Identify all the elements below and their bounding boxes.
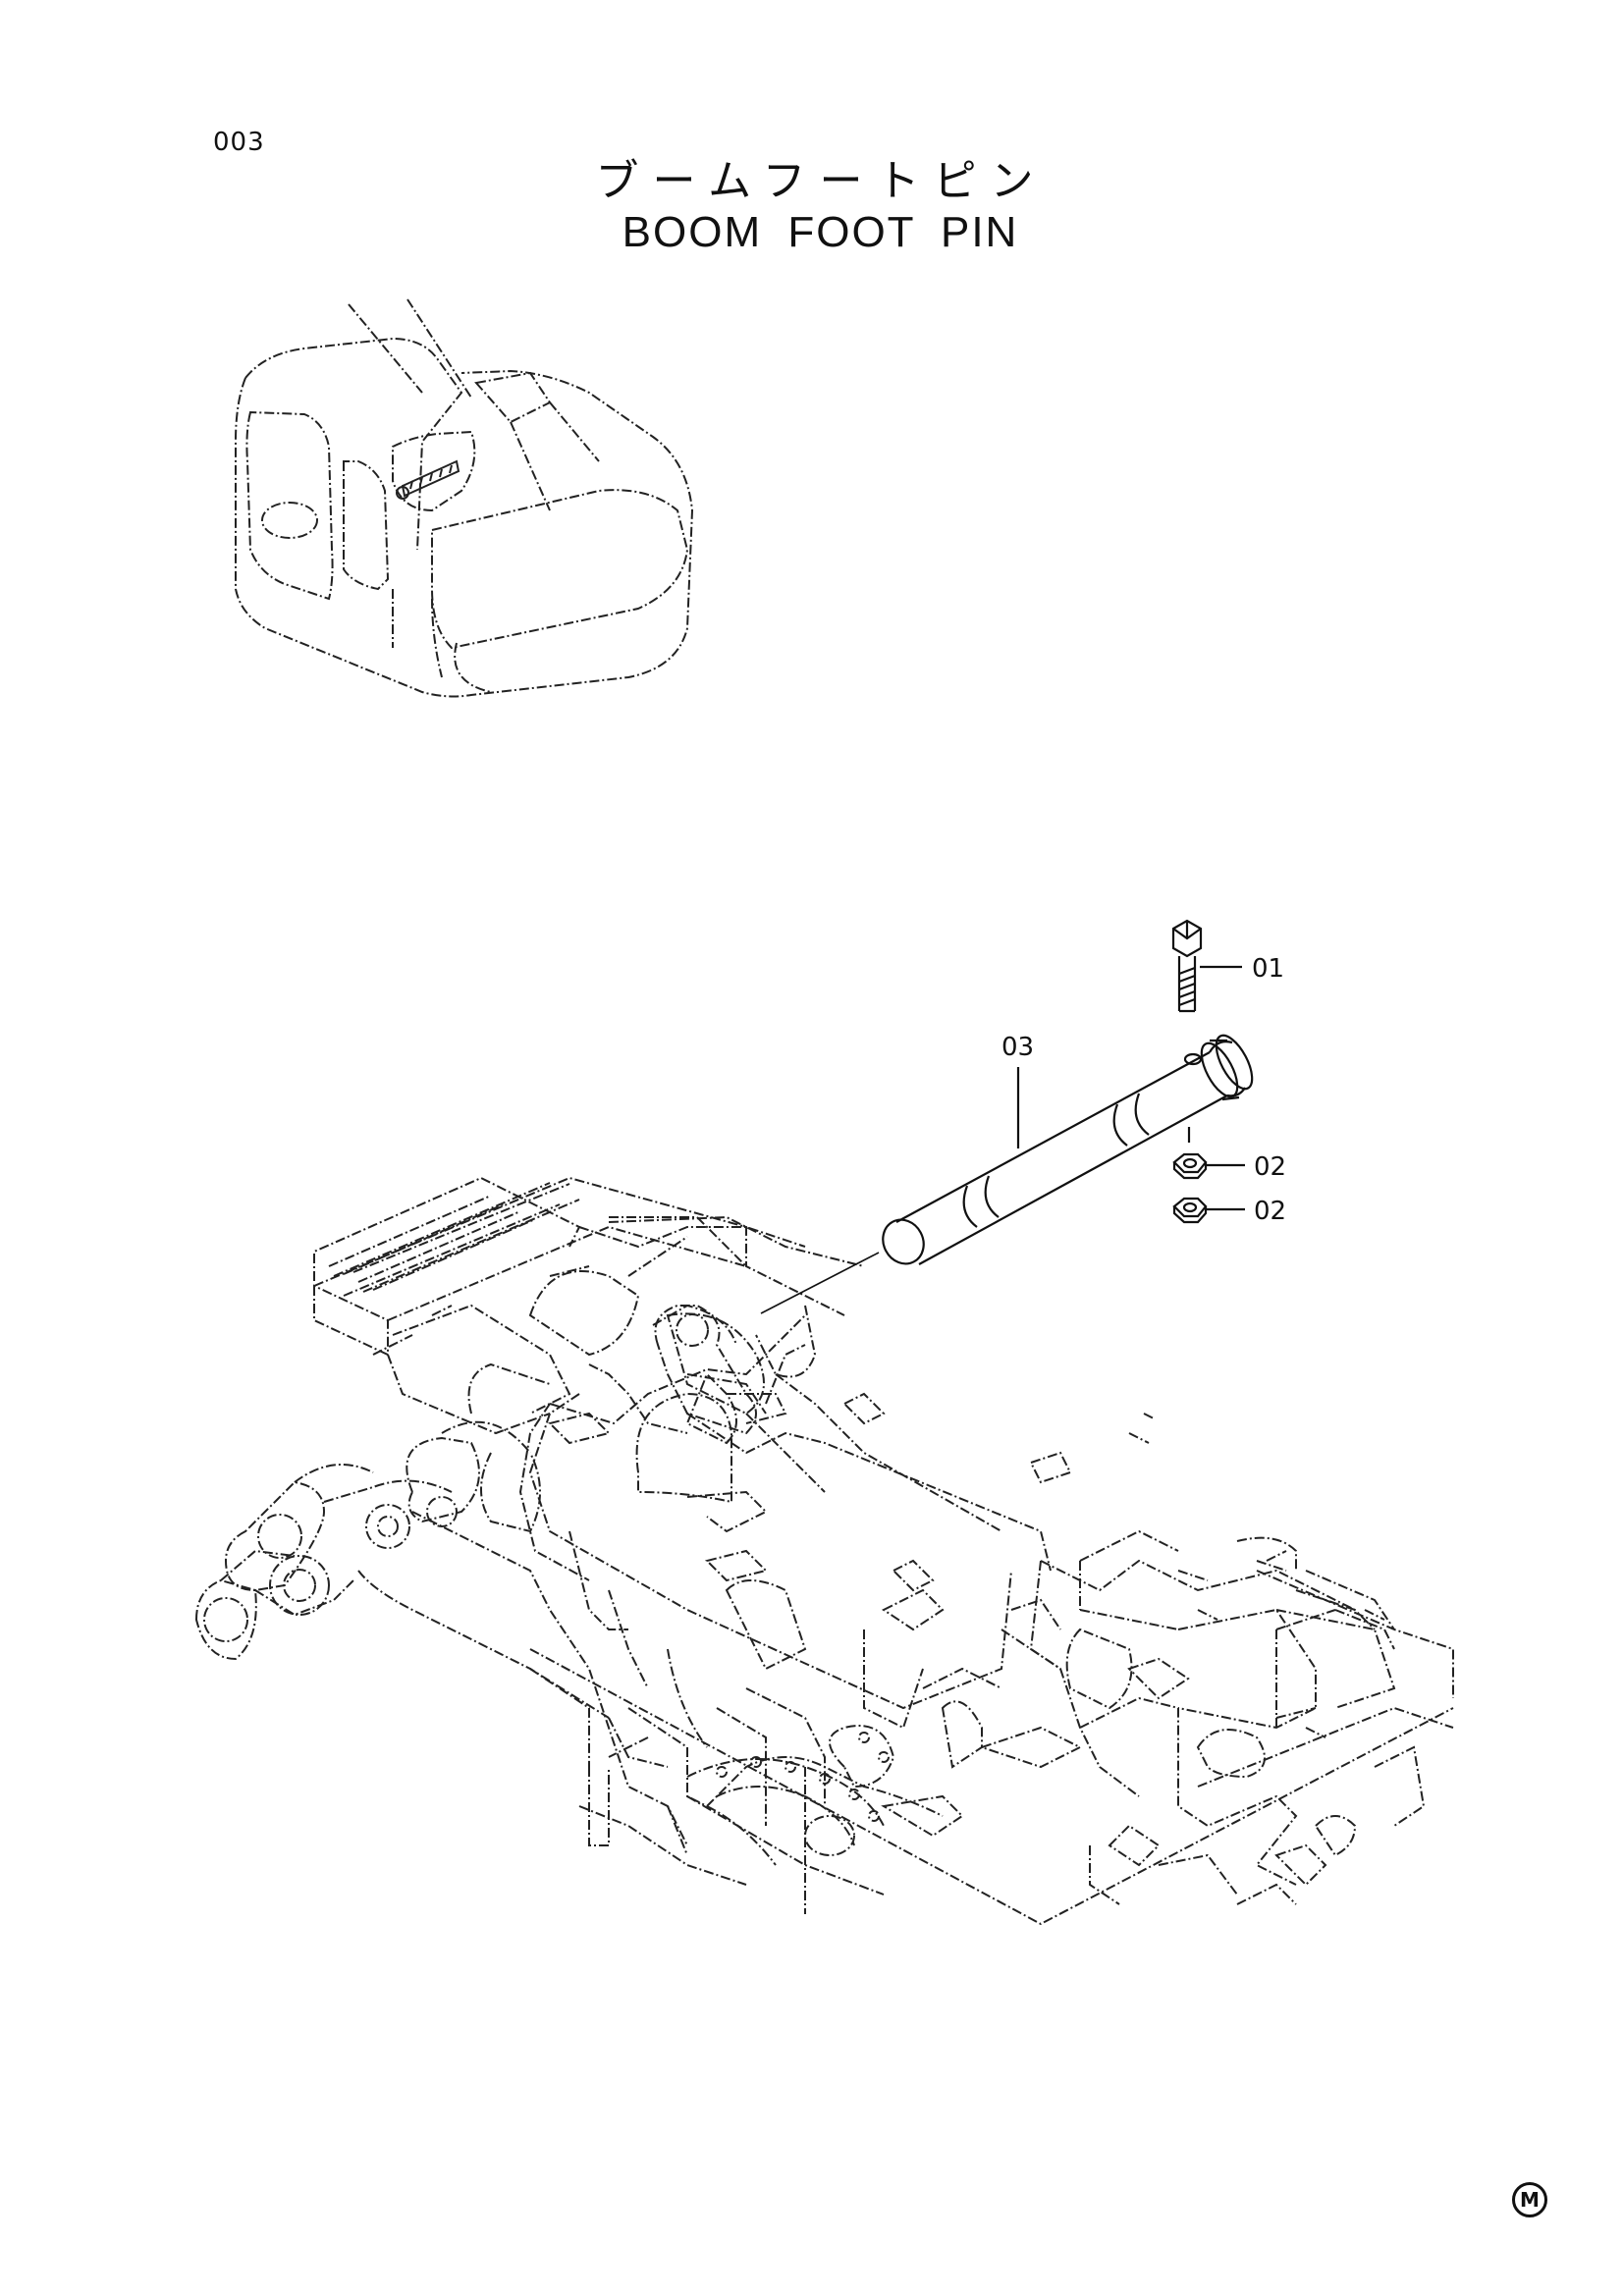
swing-bearing: [686, 1732, 890, 1856]
exploded-parts: [760, 919, 1254, 1314]
title-english: BOOM FOOT PIN: [622, 208, 1019, 256]
page-number: 003: [213, 128, 265, 157]
boom-foot-bracket: [654, 1305, 826, 1493]
nut-part-1: [1172, 1152, 1208, 1180]
callout-03: 03: [1001, 1033, 1034, 1062]
swing-frame: [194, 1176, 1454, 1926]
locator-view: [235, 298, 694, 698]
callout-02b: 02: [1254, 1197, 1286, 1226]
bolt-part: [1171, 919, 1203, 1013]
locator-highlight: [396, 459, 460, 500]
callout-01: 01: [1252, 954, 1284, 984]
title-japanese: ブームフートピン: [595, 156, 1048, 206]
step-grating: [313, 1176, 865, 1415]
nut-part-2: [1172, 1197, 1208, 1224]
callout-02a: 02: [1254, 1152, 1286, 1182]
pin-axis-line: [760, 1252, 880, 1314]
mounting-tabs: [548, 1392, 1385, 1738]
maker-mark: M: [1512, 2182, 1547, 2217]
boom-foot-pin-part: [882, 1034, 1254, 1265]
